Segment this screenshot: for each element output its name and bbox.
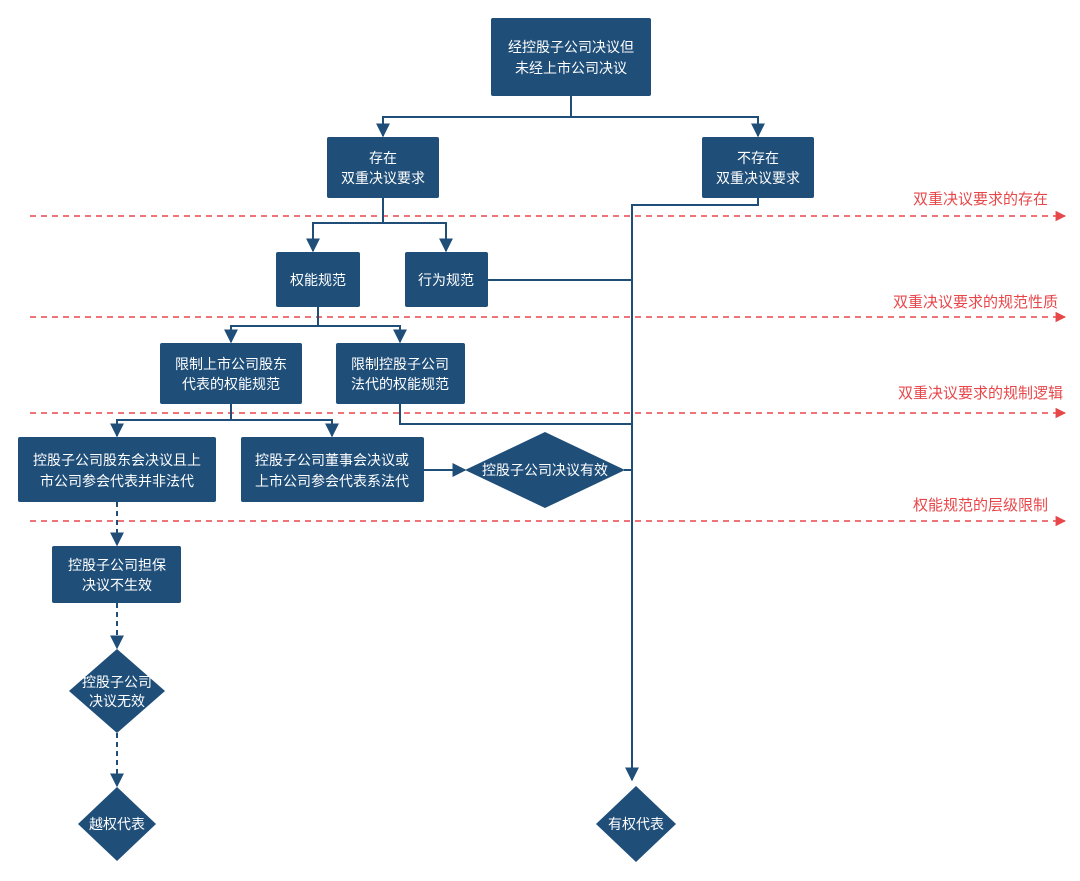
node-shareholder-meeting[interactable]: 控股子公司股东会决议且上 市公司参会代表并非法代 bbox=[18, 437, 216, 502]
node-ultra-vires[interactable]: 越权代表 bbox=[78, 787, 156, 861]
edge-exists-to-conduct-norm bbox=[383, 222, 453, 253]
layer-divider-1: 双重决议要求的存在 bbox=[30, 190, 1067, 222]
layer-label-existence: 双重决议要求的存在 bbox=[913, 190, 1048, 208]
node-root-line2: 未经上市公司决议 bbox=[515, 60, 627, 77]
layer-label-norm-nature: 双重决议要求的规范性质 bbox=[893, 293, 1058, 311]
edge-root-to-exists bbox=[376, 96, 572, 138]
layer-divider-3: 双重决议要求的规制逻辑 bbox=[30, 384, 1067, 419]
node-invalid-line1: 控股子公司 bbox=[82, 675, 152, 691]
edge-power-to-limit-listed bbox=[224, 307, 319, 344]
node-board-line1: 控股子公司董事会决议或 bbox=[255, 453, 409, 469]
edge-main-trunk-to-authorized bbox=[625, 198, 759, 782]
node-limit-sub-line2: 法代的权能规范 bbox=[351, 376, 449, 393]
node-limit-listed[interactable]: 限制上市公司股东 代表的权能规范 bbox=[160, 343, 302, 404]
node-root-line1: 经控股子公司决议但 bbox=[508, 40, 634, 56]
node-authorized[interactable]: 有权代表 bbox=[596, 786, 676, 862]
layer-divider-2: 双重决议要求的规范性质 bbox=[30, 293, 1067, 323]
node-resolution-valid[interactable]: 控股子公司决议有效 bbox=[465, 432, 625, 508]
node-conduct-norm-label: 行为规范 bbox=[418, 272, 474, 289]
node-board-line2: 上市公司参会代表系法代 bbox=[255, 473, 409, 490]
node-exists[interactable]: 存在 双重决议要求 bbox=[327, 137, 439, 198]
node-limit-listed-line1: 限制上市公司股东 bbox=[175, 356, 287, 373]
edge-limit-sub-to-trunk bbox=[399, 404, 632, 425]
node-guarantee-line1: 控股子公司担保 bbox=[68, 558, 166, 574]
node-board-meeting[interactable]: 控股子公司董事会决议或 上市公司参会代表系法代 bbox=[241, 437, 424, 502]
node-limit-listed-line2: 代表的权能规范 bbox=[182, 376, 280, 393]
edge-power-to-limit-sub bbox=[318, 325, 407, 344]
node-resolution-valid-label: 控股子公司决议有效 bbox=[482, 463, 608, 479]
layer-divider-4: 权能规范的层级限制 bbox=[30, 496, 1067, 527]
node-resolution-invalid[interactable]: 控股子公司 决议无效 bbox=[69, 649, 165, 733]
edge-limit-listed-to-sh-meeting bbox=[110, 404, 232, 438]
node-exists-line1: 存在 bbox=[369, 151, 397, 167]
edge-exists-to-power-norm bbox=[306, 198, 384, 253]
edge-limit-listed-to-board bbox=[231, 419, 339, 438]
node-not-exists-line2: 双重决议要求 bbox=[716, 171, 800, 187]
node-guarantee-ineffective[interactable]: 控股子公司担保 决议不生效 bbox=[52, 546, 181, 603]
node-not-exists[interactable]: 不存在 双重决议要求 bbox=[702, 137, 814, 198]
node-not-exists-line1: 不存在 bbox=[737, 151, 779, 167]
node-exists-line2: 双重决议要求 bbox=[341, 171, 425, 187]
layer-label-hierarchy-limit: 权能规范的层级限制 bbox=[913, 496, 1048, 514]
node-authorized-label: 有权代表 bbox=[608, 817, 664, 833]
node-power-norm[interactable]: 权能规范 bbox=[276, 252, 360, 307]
node-limit-sub-line1: 限制控股子公司 bbox=[351, 357, 449, 373]
edge-root-to-not-exists bbox=[571, 116, 765, 138]
node-limit-sub[interactable]: 限制控股子公司 法代的权能规范 bbox=[336, 343, 465, 404]
connectors bbox=[110, 96, 765, 788]
node-guarantee-line2: 决议不生效 bbox=[82, 578, 152, 594]
node-sh-meeting-line2: 市公司参会代表并非法代 bbox=[40, 473, 194, 490]
node-root[interactable]: 经控股子公司决议但 未经上市公司决议 bbox=[491, 18, 651, 96]
node-ultra-vires-label: 越权代表 bbox=[89, 817, 145, 833]
layer-label-regulatory-logic: 双重决议要求的规制逻辑 bbox=[898, 384, 1063, 402]
node-sh-meeting-line1: 控股子公司股东会决议且上 bbox=[33, 453, 201, 469]
node-conduct-norm[interactable]: 行为规范 bbox=[405, 252, 488, 307]
node-invalid-line2: 决议无效 bbox=[89, 694, 145, 710]
node-power-norm-label: 权能规范 bbox=[290, 272, 346, 289]
